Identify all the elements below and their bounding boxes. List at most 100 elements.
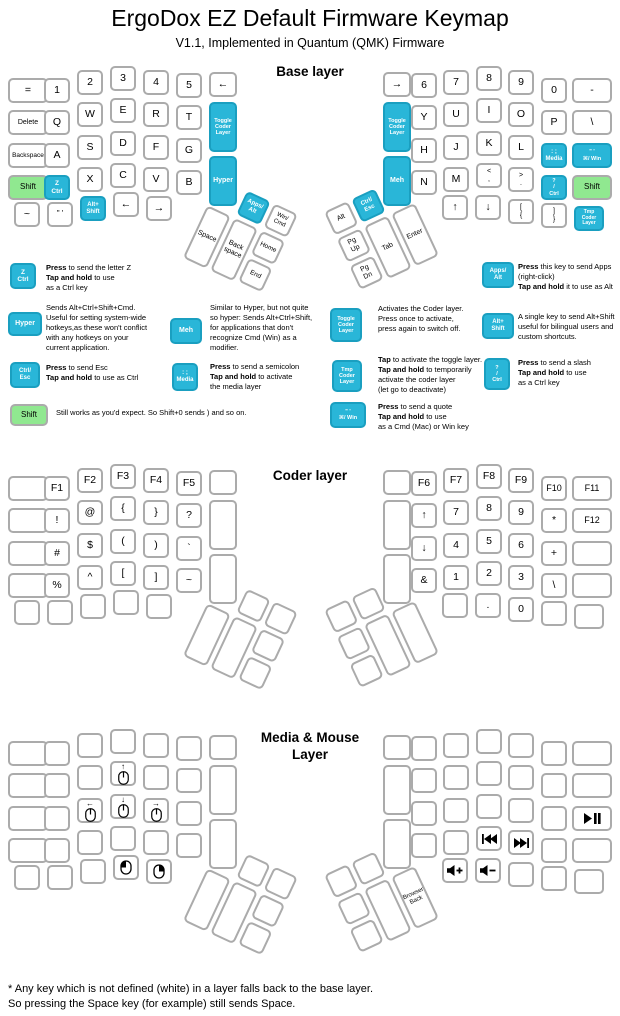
key-label: Toggle Coder Layer bbox=[388, 117, 406, 137]
key-label: ` bbox=[187, 541, 191, 554]
key-media-mouse-layer-blank bbox=[8, 741, 48, 766]
page-subtitle: V1.1, Implemented in Quantum (QMK) Firmw… bbox=[175, 36, 445, 50]
layer-label-media-mouse-layer: Media & Mouse Layer bbox=[260, 730, 360, 762]
key-media-mouse-layer-blank bbox=[8, 838, 48, 863]
key-label: 9 bbox=[518, 505, 524, 518]
key-base-layer-y: Y bbox=[411, 105, 437, 130]
key-coder-layer-blank bbox=[572, 573, 612, 598]
key-label: 5 bbox=[486, 534, 492, 547]
key-coder-layer-blank bbox=[238, 655, 273, 691]
key-media-mouse-layer-blank bbox=[541, 806, 567, 831]
key-base-layer-hyper: Hyper bbox=[209, 156, 237, 206]
key-media-mouse-layer-blank bbox=[44, 773, 70, 798]
key-media-mouse-layer-blank bbox=[44, 838, 70, 863]
key-media-mouse-layer-blank bbox=[508, 765, 534, 790]
key-coder-layer-f10: F10 bbox=[541, 476, 567, 501]
key-coder-layer-5: 5 bbox=[476, 529, 502, 554]
key-media-mouse-layer-blank bbox=[80, 859, 106, 884]
key-base-layer-tmp-coder-layer: Tmp Coder Layer bbox=[574, 206, 604, 231]
key-label: Alt+ Shift bbox=[491, 319, 505, 332]
key-label: Win/ Cmd bbox=[272, 212, 289, 229]
key-base-layer-shift: Shift bbox=[572, 175, 612, 200]
key-label: Delete bbox=[17, 118, 39, 126]
key-media-mouse-layer-blank bbox=[541, 741, 567, 766]
key-base-layer-k: K bbox=[476, 131, 502, 156]
key-label: O bbox=[516, 107, 526, 120]
key-label: ~ bbox=[185, 573, 193, 586]
key-label: 3 bbox=[120, 71, 126, 84]
key-label: - bbox=[590, 83, 594, 96]
key-coder-layer-f7: F7 bbox=[443, 468, 469, 493]
page-title: ErgoDox EZ Default Firmware Keymap bbox=[111, 5, 509, 31]
key-label: 4 bbox=[153, 75, 159, 88]
key-base-layer-1: 1 bbox=[44, 78, 70, 103]
key-label: B bbox=[185, 175, 193, 188]
key-base-layer-0: 0 bbox=[541, 78, 567, 103]
key-media-mouse-layer-blank bbox=[572, 773, 612, 798]
key-label: T bbox=[185, 110, 193, 123]
mouse-right-icon: → bbox=[150, 799, 162, 822]
footnote-line-2: So pressing the Space key (for example) … bbox=[8, 998, 296, 1011]
key-media-mouse-layer-blank bbox=[77, 733, 103, 758]
key-base-layer-blank: ← bbox=[113, 192, 139, 217]
key-coder-layer-f9: F9 bbox=[508, 468, 534, 493]
key-media-mouse-layer-blank bbox=[443, 765, 469, 790]
key-label: ↓ bbox=[485, 200, 491, 213]
key-label: F1 bbox=[50, 481, 64, 494]
key-media-mouse-layer-blank bbox=[508, 733, 534, 758]
key-label: Meh bbox=[390, 177, 404, 185]
key-label: Ctrl/ Esc bbox=[360, 196, 376, 214]
key-label: → bbox=[391, 77, 403, 90]
key-base-layer-l: L bbox=[508, 135, 534, 160]
key-label: Ctrl/ Esc bbox=[19, 368, 31, 381]
key-media-mouse-layer-blank bbox=[44, 741, 70, 766]
key-label: ) bbox=[154, 538, 158, 551]
key-legend-hyper: Hyper bbox=[8, 312, 42, 336]
key-label: F5 bbox=[182, 476, 196, 489]
key-base-layer-h: H bbox=[411, 138, 437, 163]
key-media-mouse-layer-blank bbox=[44, 806, 70, 831]
key-label: F3 bbox=[116, 469, 130, 482]
key-label: F11 bbox=[584, 483, 600, 494]
key-label: 8 bbox=[486, 501, 492, 514]
key-label: ~ bbox=[23, 207, 31, 220]
key-base-layer-blank: [ { bbox=[508, 199, 534, 224]
key-label: 4 bbox=[453, 538, 459, 551]
key-media-mouse-layer-blank bbox=[110, 826, 136, 851]
key-label: @ bbox=[84, 505, 96, 518]
key-legend-toggle-coder-layer: Toggle Coder Layer bbox=[330, 308, 362, 342]
key-label: Hyper bbox=[213, 177, 233, 185]
key-label: \ bbox=[590, 115, 594, 128]
key-coder-layer-7: 7 bbox=[443, 500, 469, 525]
key-label: Pg Dn bbox=[359, 263, 374, 281]
key-coder-layer-9: 9 bbox=[508, 500, 534, 525]
key-base-layer-blank: > . bbox=[508, 167, 534, 192]
key-coder-layer-blank bbox=[383, 500, 411, 550]
key-media-mouse-layer-blank bbox=[110, 729, 136, 754]
key-media-mouse-layer-blank bbox=[574, 869, 604, 894]
key-media-mouse-layer-blank bbox=[411, 833, 437, 858]
key-label: Toggle Coder Layer bbox=[214, 117, 232, 137]
key-base-layer-f: F bbox=[143, 135, 169, 160]
key-label: J bbox=[453, 140, 459, 153]
key-coder-layer-2: 2 bbox=[476, 561, 502, 586]
key-coder-layer-blank bbox=[8, 541, 48, 566]
key-base-layer-blank: ~ bbox=[14, 202, 40, 227]
key-coder-layer-blank: ↑ bbox=[411, 503, 437, 528]
key-media-mouse-layer-mouse-down-icon: ↓ bbox=[110, 794, 136, 819]
key-base-layer-media: : ; Media bbox=[541, 143, 567, 168]
key-label: ? bbox=[186, 508, 192, 521]
key-label: 0 bbox=[551, 83, 557, 96]
layer-label-base-layer: Base layer bbox=[276, 64, 344, 79]
key-label: 7 bbox=[453, 505, 459, 518]
key-label: Tmp Coder Layer bbox=[581, 209, 597, 227]
key-legend-ctrl: ? / Ctrl bbox=[484, 358, 510, 390]
key-media-mouse-layer-blank bbox=[476, 761, 502, 786]
key-label: Meh bbox=[179, 327, 193, 335]
key-base-layer-u: U bbox=[443, 102, 469, 127]
key-media-mouse-layer-blank bbox=[238, 920, 273, 956]
